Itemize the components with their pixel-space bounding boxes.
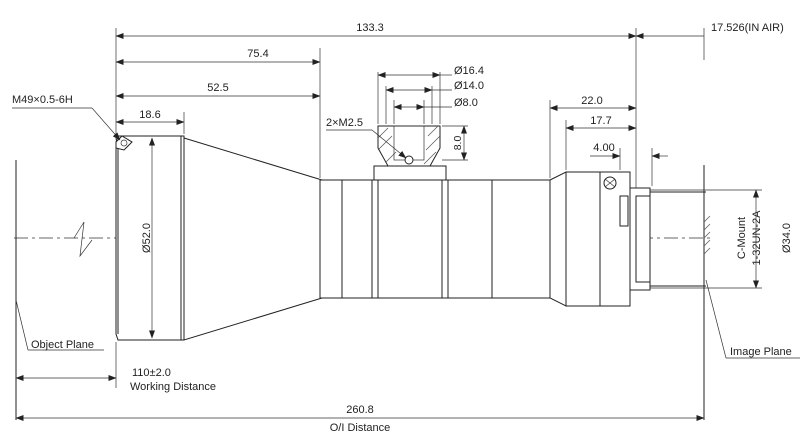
mid-ring-3 <box>447 179 493 299</box>
dim-front-to-mount: 75.4 <box>247 48 268 60</box>
dim-oi-distance: 260.8 <box>346 404 374 416</box>
dim-overall-length: 133.3 <box>356 22 384 34</box>
screw-label: 2×M2.5 <box>326 117 363 129</box>
image-plane-label: Image Plane <box>730 346 792 358</box>
object-plane-label: Object Plane <box>31 339 94 351</box>
dim-rear-4: 4.00 <box>593 142 614 154</box>
dim-flange-back: 17.526(IN AIR) <box>711 22 784 34</box>
mount-label-line1: C-Mount <box>736 217 748 259</box>
oi-distance-label: O/I Distance <box>330 422 391 434</box>
dim-dia-16: Ø16.4 <box>454 65 484 77</box>
mid-ring-1 <box>319 179 343 299</box>
dim-dia-14: Ø14.0 <box>454 80 484 92</box>
mid-body <box>371 179 449 299</box>
dim-dia-34: Ø34.0 <box>781 223 793 253</box>
working-distance-label: Working Distance <box>130 381 216 393</box>
dim-dia-52: Ø52.0 <box>141 223 153 253</box>
rear-taper <box>549 171 567 307</box>
axis-break-mark <box>73 221 93 258</box>
screw-boss <box>377 125 441 167</box>
mid-ring-2 <box>341 179 373 299</box>
dim-rear-17: 17.7 <box>590 115 611 127</box>
dim-depth-8: 8.0 <box>452 136 464 151</box>
dim-front-section: 52.5 <box>207 82 228 94</box>
front-cone <box>183 137 323 341</box>
dim-working-distance: 110±2.0 <box>132 367 171 379</box>
mid-ring-4 <box>491 179 551 299</box>
dim-front-barrel: 18.6 <box>139 109 160 121</box>
rear-body <box>565 171 601 307</box>
thread-label: M49×0.5-6H <box>12 94 73 106</box>
mount-label-line2: 1-32UN-2A <box>751 210 763 266</box>
lock-slot <box>619 195 629 227</box>
screw-block <box>373 165 447 181</box>
rear-collar <box>599 171 631 307</box>
image-plane-leader <box>705 279 727 359</box>
dim-dia-8: Ø8.0 <box>454 97 478 109</box>
dim-rear-22: 22.0 <box>581 95 602 107</box>
object-plane-leader <box>15 299 29 351</box>
screw-hole <box>404 155 414 165</box>
